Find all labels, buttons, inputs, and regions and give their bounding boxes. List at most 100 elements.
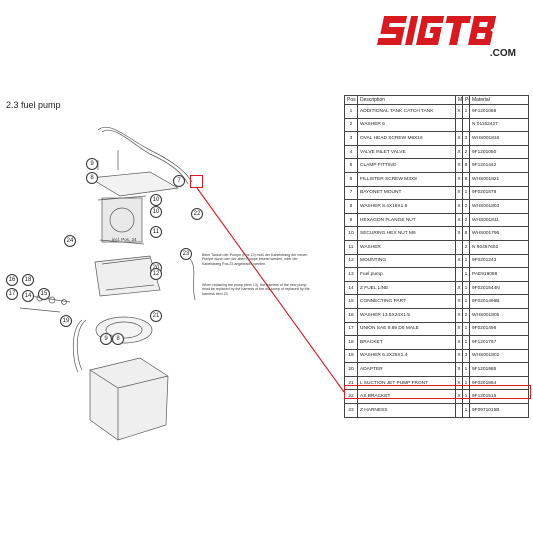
cell-m: X	[455, 348, 463, 364]
cell-description: VALVE INLET VALVE	[357, 144, 456, 160]
cell-material: 9F0201878	[469, 185, 529, 201]
cell-pos: 10	[344, 226, 358, 241]
cell-material: 9F0971015B	[469, 403, 529, 418]
cell-pos: 18	[344, 335, 358, 350]
cell-material: 9F1201088	[469, 104, 529, 119]
highlighted-row-box	[344, 385, 531, 399]
cell-pos: 15	[344, 294, 358, 309]
cell-pos: 16	[344, 307, 358, 323]
cell-pc: 1	[462, 294, 470, 309]
cell-description: HEXAGON FLANGE NUT	[357, 212, 456, 228]
cell-pc: 8	[462, 226, 470, 241]
cell-material: WHS001821	[469, 171, 529, 187]
cell-pc: 2	[462, 212, 470, 228]
cell-description: SECURING HEX NUT M6	[357, 226, 456, 241]
cell-description: WASHER 13.5X24X1.5	[357, 307, 456, 323]
cell-description: BAYONET MOUNT	[357, 185, 456, 201]
cell-description: FILLISTER SCREW M3X8	[357, 171, 456, 187]
cell-pos: 2	[344, 117, 358, 133]
cell-material: WHS001803	[469, 199, 529, 214]
cell-pc: 1	[462, 185, 470, 201]
highlight-reference-box[interactable]	[190, 175, 203, 188]
cell-m: X	[455, 307, 463, 323]
cell-description: CONNECTING PART	[357, 294, 456, 309]
cell-m: X	[455, 280, 463, 296]
cell-m: X	[455, 131, 463, 146]
cell-material: PAE919088	[469, 267, 529, 282]
cell-pos: 23	[344, 403, 358, 418]
cell-pos: 7	[344, 185, 358, 201]
cell-pos: 9	[344, 212, 358, 228]
cell-pos: 13	[344, 267, 358, 282]
cell-m: X	[455, 158, 463, 173]
cell-material: N 90467602	[469, 239, 529, 255]
diagram-label: 10	[150, 194, 162, 206]
cell-description: WASHER 6	[357, 117, 456, 133]
cell-pos: 4	[344, 144, 358, 160]
cell-description: BRACKET	[357, 335, 456, 350]
cell-pc: 1	[462, 104, 470, 119]
diagram-label: 24	[64, 235, 76, 247]
cell-pc: 1	[462, 362, 470, 377]
cell-material: WHS001816	[469, 131, 529, 146]
cell-description: WASHER 6.2X25X1.4	[357, 348, 456, 364]
cell-m	[455, 239, 463, 255]
diagram-label: 15	[38, 288, 50, 300]
parts-table-container: Pos Description M Pc. Material 1ADDITION…	[344, 95, 533, 418]
cell-description: WASHER	[357, 239, 456, 255]
diagram-label: 21	[150, 310, 162, 322]
cell-pc: 1	[462, 403, 470, 418]
cell-description: OVAL HEAD SCREW M6X16	[357, 131, 456, 146]
col-header-m: M	[455, 95, 463, 105]
cell-pc: 2	[462, 144, 470, 160]
cell-m	[455, 117, 463, 133]
diagram-label: 8	[86, 172, 98, 184]
diagram-label: 16	[6, 274, 18, 286]
brand-domain: .COM	[489, 48, 516, 59]
cell-pos: 11	[344, 239, 358, 255]
cell-pc: 3	[462, 131, 470, 146]
brand-logo[interactable]: .COM	[370, 12, 520, 60]
diagram-label: 9	[100, 333, 112, 345]
col-header-material: Material	[469, 95, 529, 105]
cell-pc: 2	[462, 307, 470, 323]
cell-pc: 1	[462, 267, 470, 282]
diagram-label: 23	[180, 248, 192, 260]
col-header-description: Description	[357, 95, 456, 105]
cell-material: 9F1201442	[469, 158, 529, 173]
col-header-pc: Pc.	[462, 95, 470, 105]
cell-pc: 2	[462, 239, 470, 255]
cell-pos: 20	[344, 362, 358, 377]
cell-pos: 14	[344, 280, 358, 296]
diagram-label: 22	[191, 208, 203, 220]
cell-material: 9F1201986	[469, 362, 529, 377]
cell-m: X	[455, 104, 463, 119]
diagram-label: 17	[6, 288, 18, 300]
cell-material: 9F1201050	[469, 144, 529, 160]
cell-pc: 8	[462, 158, 470, 173]
replacement-note-en: When replacing the pump (item 13), the h…	[202, 283, 310, 296]
diagram-label: 14	[22, 290, 34, 302]
